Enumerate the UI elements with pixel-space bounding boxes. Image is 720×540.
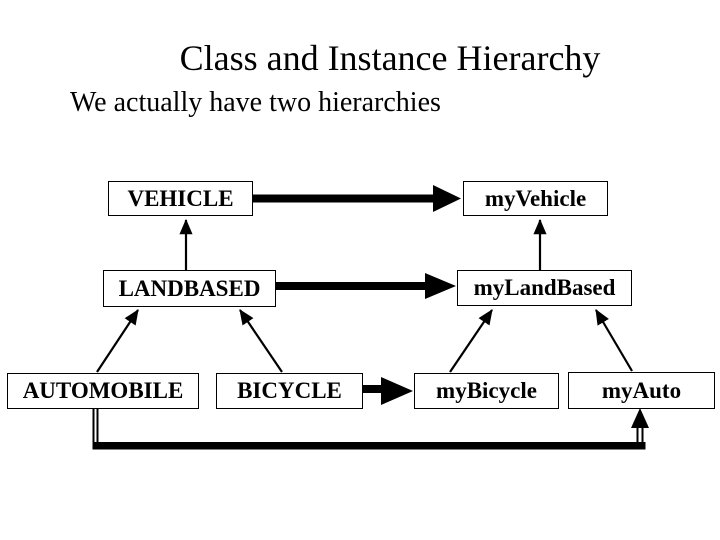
class-box-vehicle: VEHICLE (108, 181, 253, 216)
arrow-bicycle-to-mybicycle (363, 377, 413, 405)
arrow-bicycle-to-landbased (239, 309, 283, 373)
class-box-automobile: AUTOMOBILE (7, 373, 199, 409)
arrow-vehicle-to-myvehicle (252, 185, 461, 212)
instance-box-myauto: myAuto (568, 372, 715, 409)
instance-box-mybicycle: myBicycle (414, 373, 559, 409)
class-box-bicycle: BICYCLE (216, 373, 363, 409)
instance-box-myvehicle: myVehicle (463, 181, 608, 216)
arrow-mybicycle-to-mylandbased (449, 309, 493, 373)
slide-title: Class and Instance Hierarchy (179, 38, 601, 78)
arrow-landbased-to-mylandbased (275, 273, 456, 299)
instance-box-mylandbased: myLandBased (457, 270, 632, 306)
class-box-landbased: LANDBASED (103, 270, 276, 307)
arrow-automobile-to-myauto (92, 408, 649, 450)
arrow-myauto-to-mylandbased (595, 309, 633, 372)
arrow-automobile-to-landbased (96, 309, 139, 373)
slide-subtitle: We actually have two hierarchies (70, 87, 441, 118)
